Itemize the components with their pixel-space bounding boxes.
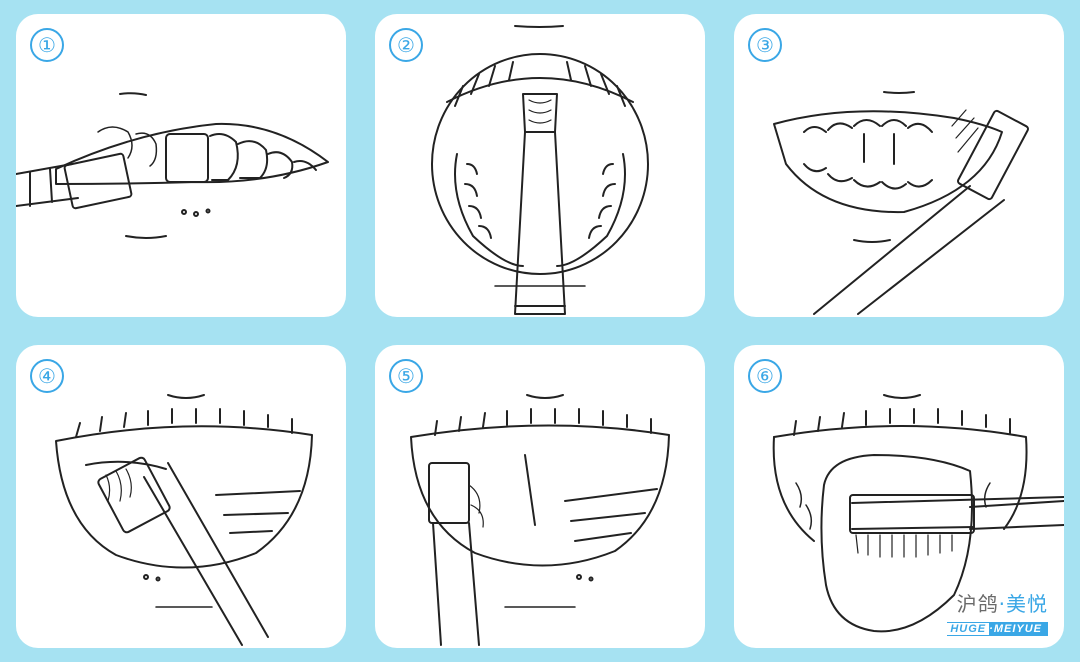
angled-brush-upper-teeth-illustration (773, 91, 1029, 315)
inner-front-teeth-brushing-illustration (431, 25, 649, 315)
step-number-6: ⑥ (748, 359, 782, 393)
lower-inner-teeth-brushing-illustration (55, 394, 313, 646)
brand-cn-left: 沪鸽 (956, 592, 999, 616)
step-panel-5: ⑤ (375, 345, 705, 648)
side-teeth-brushing-illustration (16, 92, 329, 239)
step-panel-6: ⑥ 沪鸽·美悦 HUGE·MEIYUE (734, 345, 1064, 648)
step-number-4: ④ (30, 359, 64, 393)
step-panel-4: ④ (16, 345, 346, 648)
lower-front-teeth-brushing-illustration (410, 394, 670, 646)
step-number-2: ② (389, 28, 423, 62)
brand-name-en: HUGE·MEIYUE (947, 622, 1048, 636)
brand-cn-dot: · (998, 592, 1006, 616)
step-number-1: ① (30, 28, 64, 62)
step-panel-1: ① (16, 14, 346, 317)
tongue-brushing-illustration (772, 394, 1064, 633)
step-number-3: ③ (748, 28, 782, 62)
step-panel-3: ③ (734, 14, 1064, 317)
brand-en-left: HUGE (947, 623, 990, 635)
brand-cn-right: 美悦 (1006, 592, 1048, 616)
brand-name-cn: 沪鸽·美悦 (947, 588, 1048, 617)
brand-en-dot: · (989, 623, 994, 635)
brand-en-right: MEIYUE (993, 623, 1042, 635)
step-number-5: ⑤ (389, 359, 423, 393)
brand-logo: 沪鸽·美悦 HUGE·MEIYUE (947, 588, 1048, 636)
step-panel-2: ② (375, 14, 705, 317)
